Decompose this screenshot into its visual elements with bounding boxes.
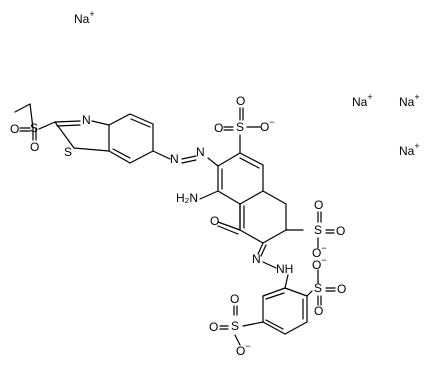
- sulfonate-oxide: O−: [260, 117, 275, 134]
- azo-nitrogen: N: [196, 145, 205, 159]
- sulfonate-oxygen: O: [230, 292, 239, 306]
- azo-nitrogen: N: [170, 152, 179, 166]
- thiazole-sulfur: S: [64, 145, 72, 159]
- sulfonyl-oxygen: O: [30, 140, 39, 154]
- atom-labels: Na+ Na+ Na+ Na+ S O O N S N N S O O O− H…: [10, 9, 420, 358]
- sulfonyl-oxygen: O: [10, 122, 19, 136]
- amine-group: H₂N: [176, 191, 198, 205]
- sulfonate-oxygen: O: [209, 320, 218, 334]
- sulfonate-oxygen: O: [236, 94, 245, 108]
- sulfonate-oxygen: O: [214, 121, 223, 135]
- sodium-ion: Na+: [352, 92, 373, 109]
- sulfonyl-sulfur: S: [30, 121, 38, 135]
- sulfonate-sulfur: S: [236, 120, 244, 134]
- sulfonate-sulfur: S: [314, 281, 322, 295]
- sulfonate-oxygen: O: [314, 198, 323, 212]
- sodium-ion: Na+: [74, 9, 95, 26]
- sulfonate-oxide: O−: [312, 243, 327, 260]
- hydrazone-nh: NH: [276, 262, 293, 276]
- keto-oxygen: O: [210, 214, 219, 228]
- sulfonate-oxygen: O: [337, 282, 346, 296]
- bonds: [14, 103, 336, 346]
- sulfonate-sulfur: S: [231, 319, 239, 333]
- sulfonate-oxygen: O: [336, 224, 345, 238]
- sulfonate-oxygen: O: [314, 304, 323, 318]
- sulfonate-oxide: O−: [312, 255, 327, 272]
- sulfonate-oxide: O−: [236, 341, 251, 358]
- thiazole-nitrogen: N: [82, 113, 91, 127]
- sodium-ion: Na+: [399, 92, 420, 109]
- hydrazone-nitrogen: N: [252, 252, 261, 266]
- sulfonate-sulfur: S: [314, 223, 322, 237]
- sodium-ion: Na+: [399, 141, 420, 158]
